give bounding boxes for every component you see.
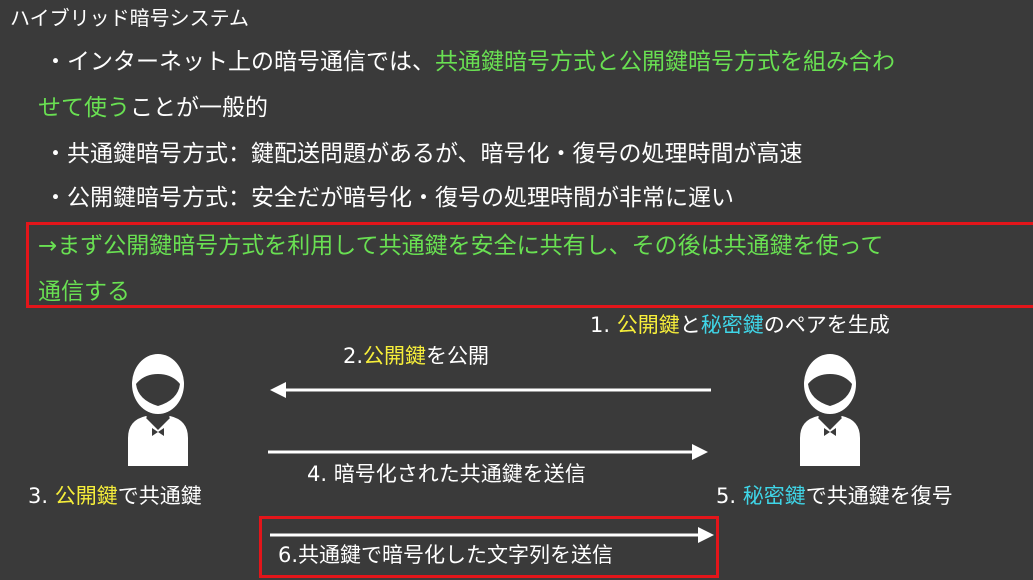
- step2-prefix: 2.: [343, 344, 364, 368]
- slide-title: ハイブリッド暗号システム: [10, 6, 249, 30]
- step5-prefix: 5.: [716, 484, 743, 508]
- conclusion-box: [26, 222, 1033, 308]
- person-icon-right: [800, 354, 860, 466]
- bullet1-line1: ・インターネット上の暗号通信では、共通鍵暗号方式と公開鍵暗号方式を組み合わ: [44, 51, 895, 74]
- conclusion-line1: →まず公開鍵暗号方式を利用して共通鍵を安全に共有し、その後は共通鍵を使って: [38, 233, 884, 259]
- bullet1-line2: せて使うことが一般的: [38, 97, 268, 120]
- step5-label: 5. 秘密鍵で共通鍵を復号: [716, 486, 953, 507]
- step3-prefix: 3.: [28, 484, 55, 508]
- step2-label: 2.公開鍵を公開: [343, 346, 489, 367]
- arrow-left: [270, 382, 711, 398]
- person-icon-left: [128, 354, 188, 466]
- step1-and: と: [679, 313, 701, 337]
- bullet1-highlight-line1: 共通鍵暗号方式と公開鍵暗号方式を組み合わ: [435, 49, 895, 75]
- step1-public-key: 公開鍵: [616, 313, 680, 337]
- step5-suffix: で共通鍵を復号: [805, 484, 953, 508]
- step1-prefix: 1.: [590, 313, 617, 337]
- step5-private-key: 秘密鍵: [742, 484, 806, 508]
- step3-public-key: 公開鍵: [54, 484, 118, 508]
- step6-label: 6.共通鍵で暗号化した文字列を送信: [278, 543, 614, 567]
- step2-suffix: を公開: [426, 344, 490, 368]
- bullet2: ・共通鍵暗号方式：鍵配送問題があるが、暗号化・復号の処理時間が高速: [44, 141, 803, 167]
- conclusion-line2: 通信する: [38, 279, 130, 305]
- bullet1-prefix: ・インターネット上の暗号通信では、: [44, 49, 435, 75]
- step3-suffix: で共通鍵: [117, 484, 202, 508]
- bullet1-highlight-line2: せて使う: [38, 95, 130, 121]
- step1-label: 1. 公開鍵と秘密鍵のペアを生成: [590, 315, 890, 336]
- step1-private-key: 秘密鍵: [700, 313, 764, 337]
- step2-public-key: 公開鍵: [363, 344, 427, 368]
- arrow-right-step6: [270, 527, 714, 543]
- step1-suffix: のペアを生成: [763, 313, 890, 337]
- step3-label: 3. 公開鍵で共通鍵: [28, 486, 202, 507]
- bullet1-suffix: ことが一般的: [130, 95, 268, 121]
- bullet3: ・公開鍵暗号方式：安全だが暗号化・復号の処理時間が非常に遅い: [44, 185, 734, 211]
- step4-label: 4. 暗号化された共通鍵を送信: [307, 462, 586, 486]
- step6-box: [259, 516, 719, 578]
- arrow-right-step4: [268, 444, 708, 460]
